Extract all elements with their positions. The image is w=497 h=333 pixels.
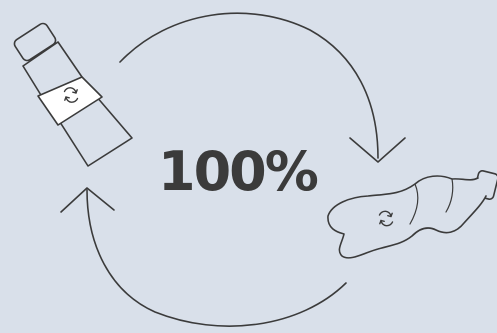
- cycle-arrow-top-icon: [119, 12, 406, 163]
- cycle-arrow-bottom-icon: [60, 187, 347, 327]
- recycle-icon: [63, 87, 79, 103]
- crushed-bottle-icon: [327, 170, 497, 259]
- bottle-icon: [13, 22, 133, 167]
- headline-percentage: 100%: [158, 140, 319, 203]
- recycle-icon: [378, 210, 394, 227]
